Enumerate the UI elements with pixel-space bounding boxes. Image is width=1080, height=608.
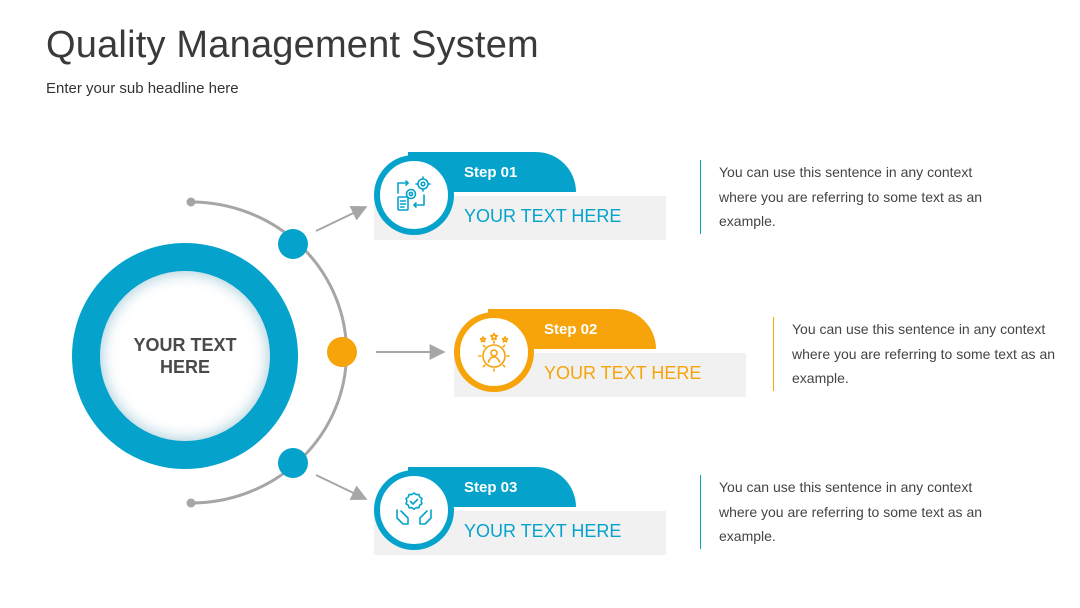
person-gear-stars-icon: [478, 332, 510, 372]
arrow-step-3: [315, 474, 368, 500]
step-1-tab-label: Step 01: [464, 164, 518, 181]
page-title: Quality Management System: [46, 24, 539, 66]
step-3-heading: YOUR TEXT HERE: [464, 521, 622, 541]
step-1-description: You can use this sentence in any context…: [700, 160, 1000, 234]
central-hub-core: YOUR TEXT HERE: [100, 271, 270, 441]
central-hub-ring: YOUR TEXT HERE: [72, 243, 298, 469]
step-2-heading: YOUR TEXT HERE: [544, 363, 702, 383]
page-subtitle: Enter your sub headline here: [46, 80, 239, 97]
step-1-icon-badge: [374, 155, 454, 235]
step-2-description: You can use this sentence in any context…: [773, 317, 1073, 391]
arc-end-dot-top: [186, 197, 196, 207]
hands-quality-badge-icon: [396, 492, 432, 525]
step-card-1: Step 01 YOUR TEXT HERE: [374, 152, 674, 244]
step-2-tab-label: Step 02: [544, 321, 598, 338]
arc-end-dot-bottom: [186, 498, 196, 508]
step-card-3: Step 03 YOUR TEXT HERE: [374, 467, 674, 559]
arrow-step-1: [315, 206, 368, 232]
step-3-icon-badge: [374, 470, 454, 550]
node-dot-step-2: [327, 337, 357, 367]
node-dot-step-1: [278, 229, 308, 259]
step-1-heading: YOUR TEXT HERE: [464, 206, 622, 226]
step-3-tab-label: Step 03: [464, 479, 518, 496]
step-card-2: Step 02 YOUR TEXT HERE: [454, 309, 754, 401]
process-gear-document-icon: [397, 176, 431, 211]
node-dot-step-3: [278, 448, 308, 478]
central-hub-label: YOUR TEXT HERE: [133, 335, 237, 377]
step-2-icon-badge: [454, 312, 534, 392]
step-3-description: You can use this sentence in any context…: [700, 475, 1000, 549]
